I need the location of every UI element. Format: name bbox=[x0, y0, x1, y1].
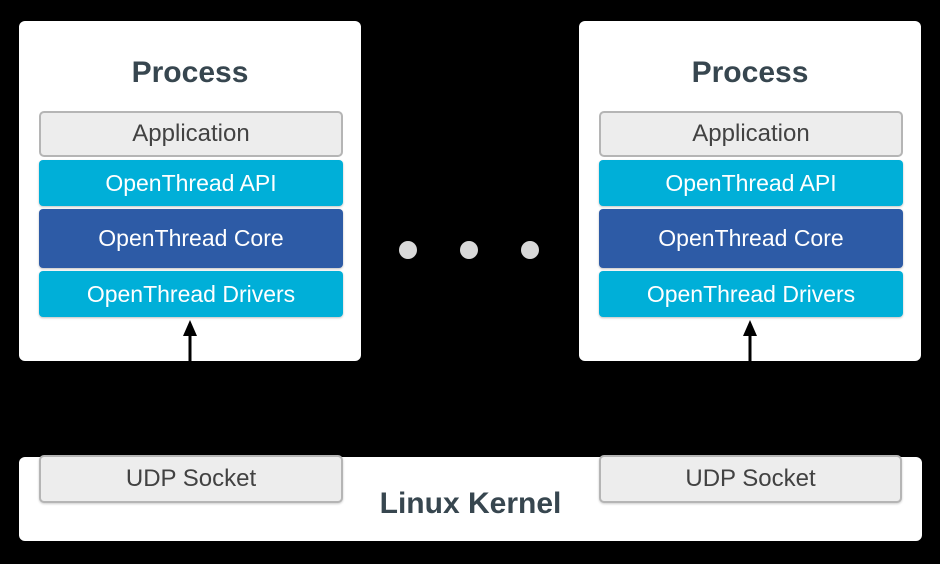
process-title: Process bbox=[691, 56, 809, 89]
process-panel-right: Process Application OpenThread API OpenT… bbox=[579, 21, 921, 361]
arrow-stem bbox=[188, 335, 192, 361]
process-title: Process bbox=[131, 56, 249, 89]
layer-label: OpenThread Core bbox=[98, 225, 284, 251]
ellipsis-dots bbox=[399, 241, 539, 259]
layer-stack: Application OpenThread API OpenThread Co… bbox=[39, 111, 343, 317]
process-panel-left: Process Application OpenThread API OpenT… bbox=[19, 21, 361, 361]
ellipsis-dot bbox=[521, 241, 539, 259]
arrow-stem bbox=[748, 335, 752, 361]
layer-label: OpenThread Drivers bbox=[86, 280, 296, 307]
layer-openthread-drivers: OpenThread Drivers bbox=[39, 271, 343, 317]
layer-application: Application bbox=[39, 111, 343, 157]
upward-arrow-icon bbox=[183, 320, 197, 361]
linux-kernel-bar: UDP Socket Linux Kernel UDP Socket bbox=[19, 455, 922, 541]
layer-label: Application bbox=[692, 120, 810, 147]
layer-openthread-drivers: OpenThread Drivers bbox=[599, 271, 903, 317]
kernel-label: Linux Kernel bbox=[379, 487, 562, 520]
udp-socket-label: UDP Socket bbox=[685, 465, 816, 492]
arrow-head bbox=[743, 320, 757, 336]
layer-openthread-core: OpenThread Core bbox=[39, 209, 343, 268]
udp-socket-label: UDP Socket bbox=[125, 465, 257, 492]
layer-label: OpenThread Drivers bbox=[646, 280, 856, 307]
udp-socket-left: UDP Socket bbox=[39, 455, 343, 503]
ellipsis-dot bbox=[460, 241, 478, 259]
ellipsis-dot bbox=[399, 241, 417, 259]
layer-application: Application bbox=[599, 111, 903, 157]
layer-openthread-api: OpenThread API bbox=[39, 160, 343, 206]
layer-stack: Application OpenThread API OpenThread Co… bbox=[599, 111, 903, 317]
layer-openthread-core: OpenThread Core bbox=[599, 209, 903, 268]
layer-label: Application bbox=[132, 120, 250, 147]
layer-label: OpenThread API bbox=[665, 169, 837, 196]
upward-arrow-icon bbox=[743, 320, 757, 361]
layer-label: OpenThread API bbox=[105, 169, 277, 196]
layer-label: OpenThread Core bbox=[658, 225, 844, 251]
udp-socket-right: UDP Socket bbox=[599, 455, 902, 503]
arrow-head bbox=[183, 320, 197, 336]
layer-openthread-api: OpenThread API bbox=[599, 160, 903, 206]
